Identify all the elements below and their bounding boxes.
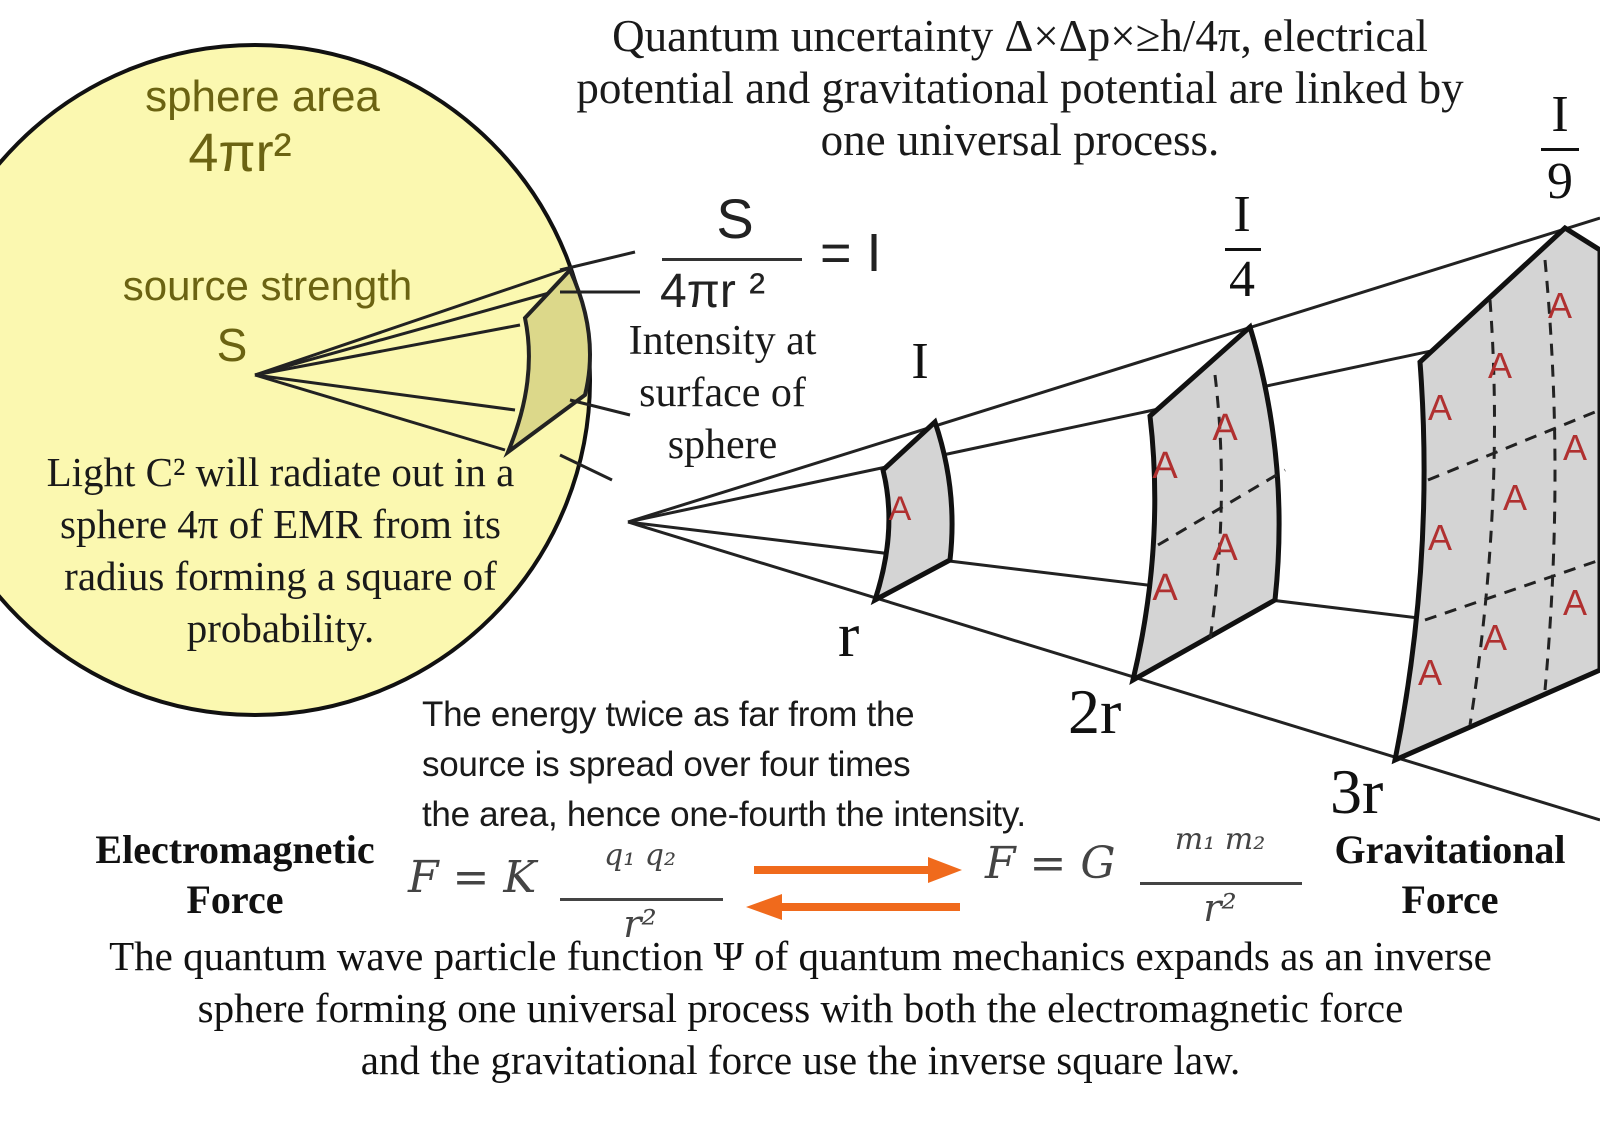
grid-2r: [1157, 374, 1286, 641]
bottom-caption: The quantum wave particle function Ψ of …: [18, 930, 1583, 1086]
area-label: A: [1488, 345, 1512, 386]
intensity-formula-bar: [662, 258, 802, 261]
area-label: A: [1152, 445, 1178, 487]
light-caption: Light C² will radiate out in a sphere 4π…: [46, 449, 515, 651]
distance-label-3r: 3r: [1330, 756, 1384, 827]
em-force-label: Electromagnetic Force: [70, 825, 400, 925]
pointer-lines: [559, 250, 640, 482]
grav-force-label-line: Gravitational: [1334, 827, 1566, 872]
area-label: A: [1563, 427, 1587, 468]
arrow-right-head: [928, 857, 962, 883]
distance-label-2r: 2r: [1068, 676, 1122, 747]
em-force-label-line: Force: [186, 877, 284, 922]
grav-force-numerator: m₁ m₂: [1174, 822, 1266, 857]
intensity-label-3r-den: 9: [1547, 153, 1573, 210]
intensity-label-r: I: [911, 333, 929, 390]
intensity-formula-denominator: 4πr ²: [660, 265, 766, 318]
em-force-lhs: F = K: [408, 852, 537, 903]
top-caption: Quantum uncertainty Δ×Δp×≥h/4π, electric…: [576, 11, 1464, 165]
intensity-label-2r-num: I: [1233, 186, 1251, 243]
energy-caption-line: source is spread over four times: [422, 745, 911, 784]
surface-r: [870, 417, 955, 606]
small-cone-surface: [503, 266, 592, 458]
energy-caption: The energy twice as far from the source …: [422, 690, 1142, 840]
small-cone: [254, 266, 571, 452]
grav-force-label: Gravitational Force: [1310, 825, 1590, 925]
source-symbol: S: [216, 319, 248, 371]
energy-caption-line: The energy twice as far from the: [422, 695, 915, 734]
area-label: A: [1483, 617, 1507, 658]
grav-force-denominator: r²: [1203, 886, 1237, 930]
area-label: A: [889, 490, 912, 528]
sphere-area-label: sphere area: [145, 72, 380, 121]
intensity-caption: Intensity at surface of sphere: [628, 318, 817, 468]
area-label: A: [1418, 652, 1442, 693]
em-force-denominator: r²: [623, 902, 657, 946]
area-label: A: [1548, 285, 1572, 326]
grav-force-lhs: F = G: [985, 838, 1116, 889]
bottom-caption-line: The quantum wave particle function Ψ of …: [109, 933, 1492, 979]
area-label: A: [1152, 567, 1178, 609]
intensity-label-3r-bar: [1541, 148, 1579, 151]
area-label: A: [1212, 407, 1238, 449]
area-label: A: [1428, 387, 1452, 428]
grav-force-bar: [1140, 882, 1302, 885]
grav-force-label-line: Force: [1401, 877, 1499, 922]
source-strength-label: source strength: [122, 262, 413, 309]
bottom-caption-line: sphere forming one universal process wit…: [197, 985, 1404, 1031]
force-arrows: [746, 857, 962, 920]
arrow-left-head: [746, 894, 782, 920]
grid-3r: [1424, 259, 1600, 726]
area-label: A: [1503, 477, 1527, 518]
area-label: A: [1563, 582, 1587, 623]
intensity-formula-numerator: S: [716, 187, 754, 250]
area-label: A: [1428, 517, 1452, 558]
bottom-caption-line: and the gravitational force use the inve…: [360, 1037, 1241, 1083]
intensity-formula-equals: = I: [820, 223, 882, 283]
surface-2r: [1129, 322, 1282, 685]
em-force-numerator: q₁ q₂: [604, 838, 676, 873]
em-force-bar: [560, 898, 723, 901]
energy-caption-line: the area, hence one-fourth the intensity…: [422, 795, 1026, 834]
sphere-area-formula: 4πr²: [188, 123, 292, 183]
intensity-label-2r-bar: [1225, 248, 1261, 251]
em-force-label-line: Electromagnetic: [95, 827, 375, 872]
distance-label-r: r: [838, 599, 860, 670]
intensity-label-2r-den: 4: [1229, 251, 1255, 308]
intensity-label-3r-num: I: [1551, 86, 1569, 143]
area-label: A: [1212, 527, 1238, 569]
